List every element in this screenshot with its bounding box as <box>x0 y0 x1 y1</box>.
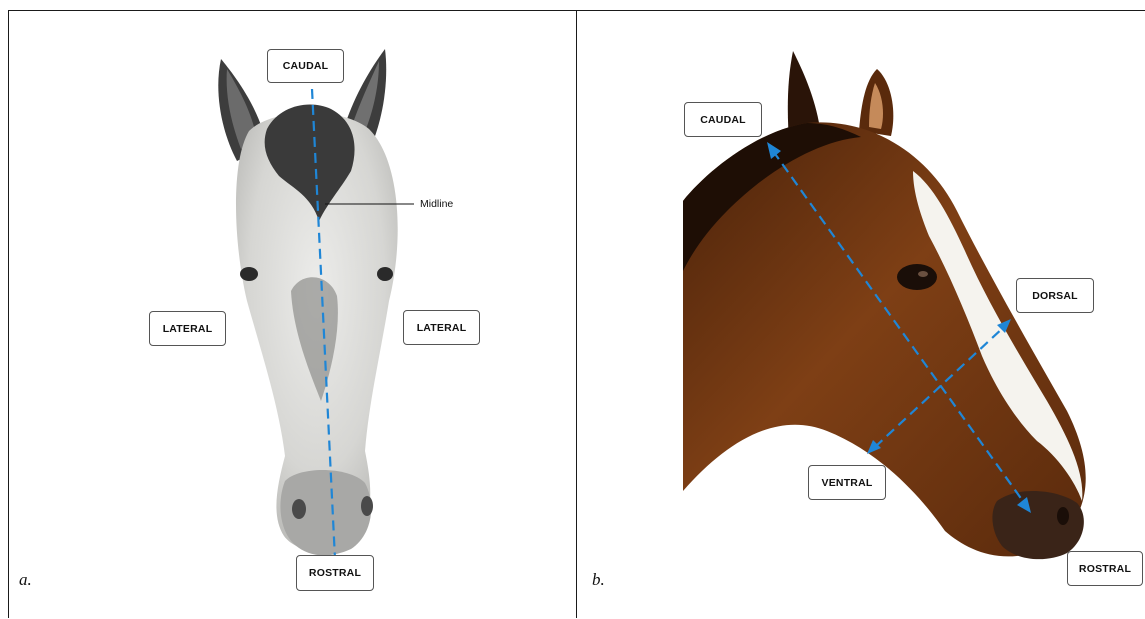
midline-label: Midline <box>420 198 453 210</box>
grey-horse-front-illustration <box>9 11 575 618</box>
bay-horse-side-illustration <box>577 11 1145 618</box>
caudal-label-a: CAUDAL <box>267 49 344 83</box>
right-nostril <box>361 496 373 516</box>
caudal-label-b: CAUDAL <box>684 102 762 137</box>
panel-a-front-view: CAUDAL LATERAL LATERAL ROSTRAL Midline a… <box>9 11 575 618</box>
nostril <box>1057 507 1069 525</box>
muzzle <box>992 491 1083 559</box>
left-eye <box>240 267 258 281</box>
panel-letter-a: a. <box>19 570 32 590</box>
ventral-label: VENTRAL <box>808 465 886 500</box>
rostral-label-a: ROSTRAL <box>296 555 374 591</box>
left-nostril <box>292 499 306 519</box>
rostral-label-b: ROSTRAL <box>1067 551 1143 586</box>
lateral-right-label: LATERAL <box>403 310 480 345</box>
dorsal-label: DORSAL <box>1016 278 1094 313</box>
right-eye <box>377 267 393 281</box>
eye <box>897 264 937 290</box>
panel-letter-b: b. <box>592 570 605 590</box>
lateral-left-label: LATERAL <box>149 311 226 346</box>
panel-b-lateral-view: CAUDAL DORSAL VENTRAL ROSTRAL b. <box>577 11 1145 618</box>
